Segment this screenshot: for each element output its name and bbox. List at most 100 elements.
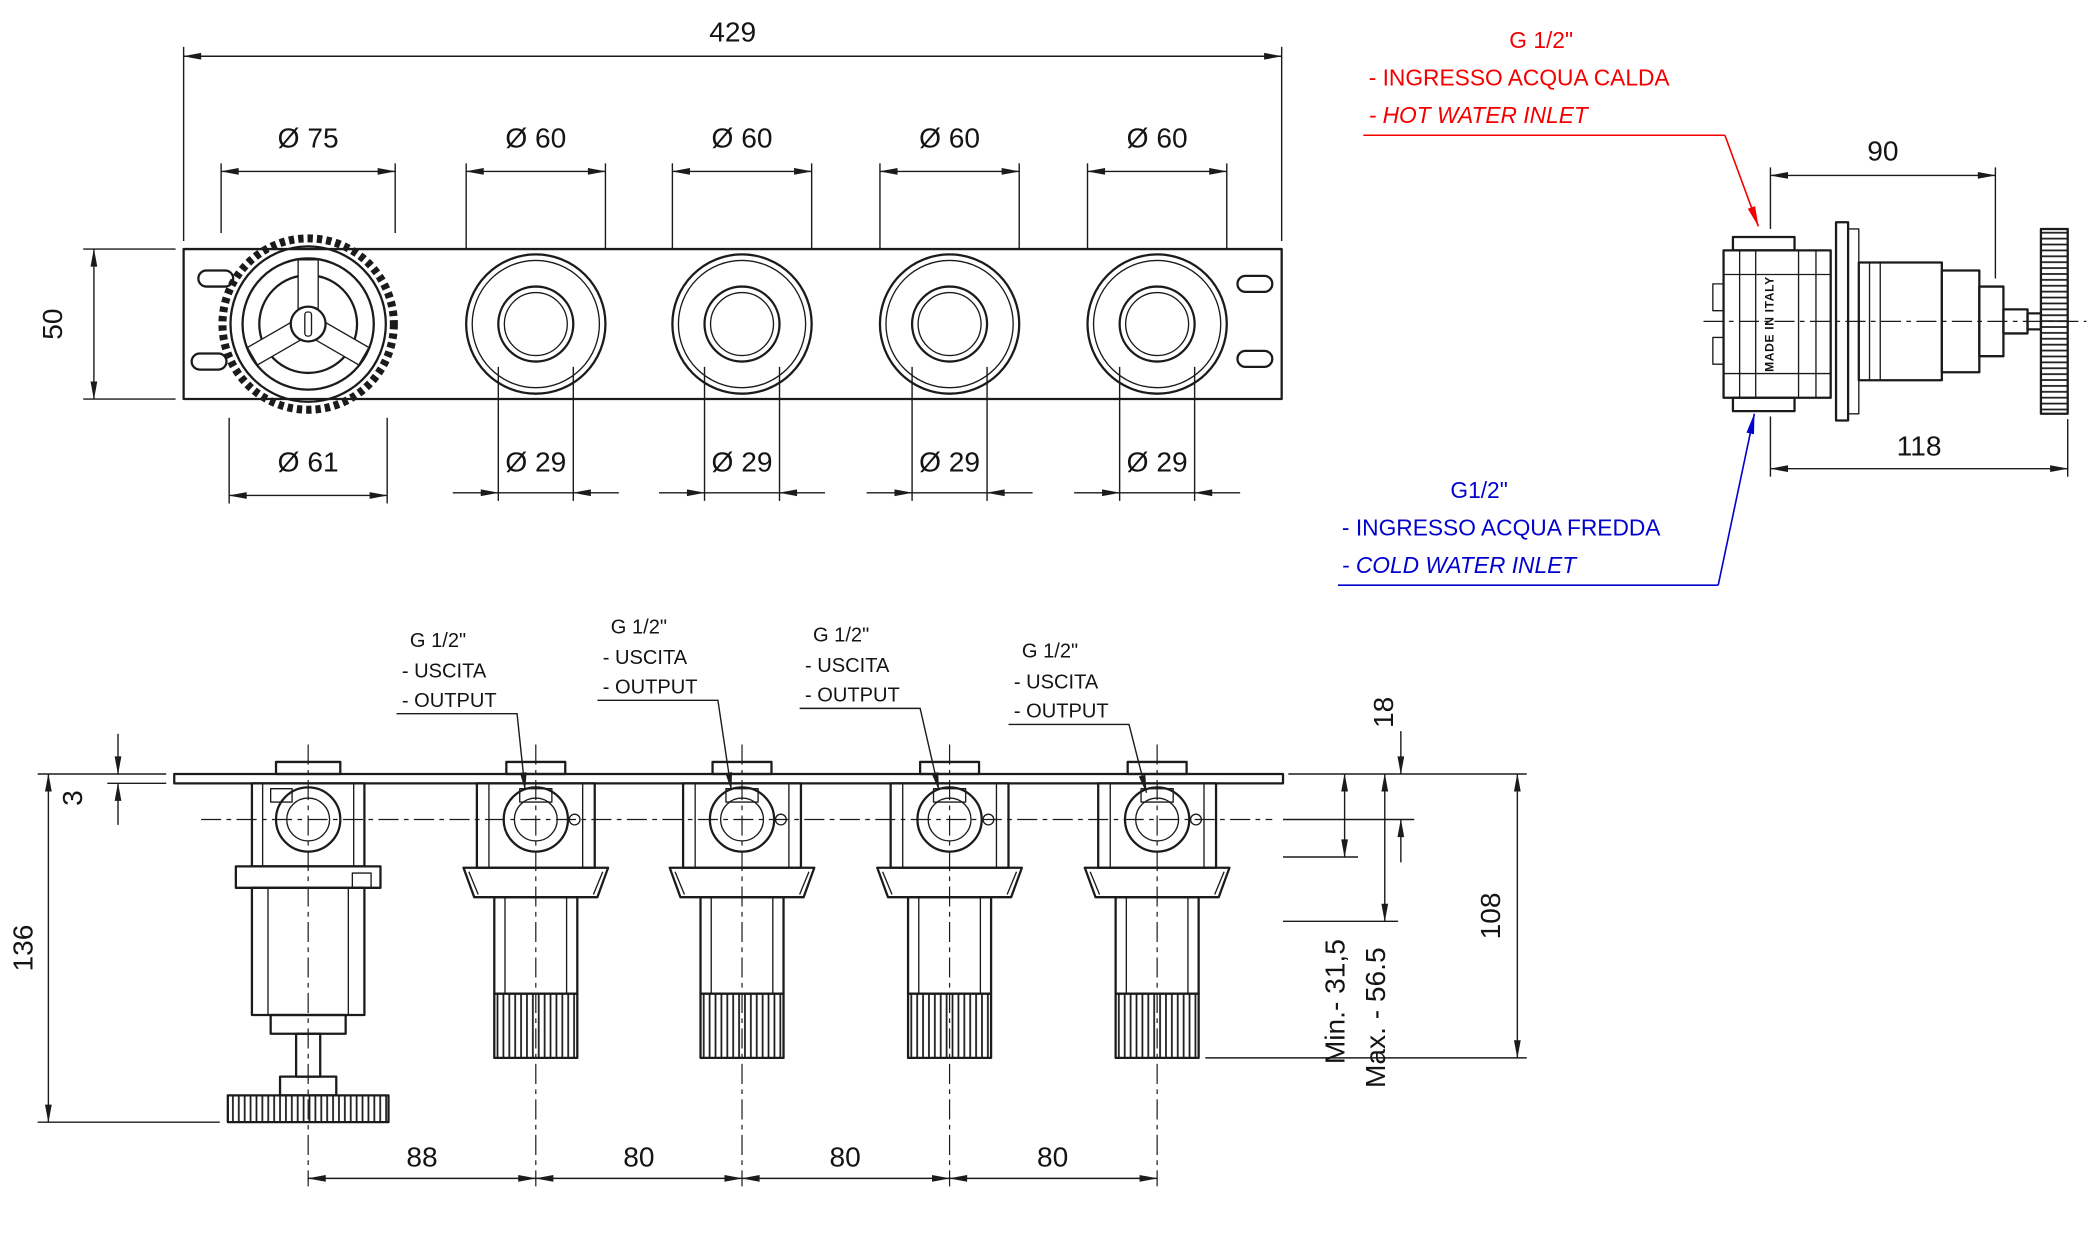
dim-port-offset: 18 xyxy=(1283,697,1415,863)
dim-text-88: 88 xyxy=(406,1141,437,1172)
dim-text-min: Min.- 31,5 xyxy=(1320,939,1351,1064)
cold-inlet-fitting xyxy=(1731,396,1796,413)
hot-thread-text: G 1/2" xyxy=(1509,27,1573,53)
dim-text-d61: Ø 61 xyxy=(278,446,339,477)
dim-text-90: 90 xyxy=(1867,136,1898,167)
dim-text-d29: Ø 29 xyxy=(919,446,980,477)
dim-plate-thickness: 3 xyxy=(57,733,167,825)
dim-total-width: 429 xyxy=(182,17,1283,242)
valve-output-section xyxy=(876,760,1024,1060)
mounting-plate xyxy=(182,247,1283,401)
valve-output-section xyxy=(668,760,816,1060)
valve-cartridge xyxy=(1722,249,1832,399)
dim-stem-small: Ø 29 xyxy=(452,366,619,501)
front-view: 429 Ø 75 Ø 60 Ø 60 Ø 60 Ø 60 xyxy=(37,17,1283,504)
knob-small xyxy=(671,253,813,395)
dim-body-height: 108 xyxy=(1205,773,1527,1059)
dim-text-80: 80 xyxy=(1037,1141,1068,1172)
output-label-en: - OUTPUT xyxy=(1014,701,1109,723)
dim-stem-small: Ø 29 xyxy=(866,366,1033,501)
dim-text-50: 50 xyxy=(37,308,68,339)
cold-inlet-label: G1/2" - INGRESSO ACQUA FREDDA - COLD WAT… xyxy=(1337,412,1756,586)
slot-hole xyxy=(197,269,235,288)
side-view: MADE IN ITALY 90 118 G 1/2" - INGRESSO A… xyxy=(1337,27,2087,586)
dim-knob-small: Ø 60 xyxy=(879,122,1020,250)
dim-text-108: 108 xyxy=(1475,892,1506,939)
hot-inlet-fitting xyxy=(1731,235,1796,252)
output-label-en: - OUTPUT xyxy=(402,690,497,712)
valve-thermostatic-section xyxy=(226,760,390,1124)
dim-text-d60: Ø 60 xyxy=(1127,122,1188,153)
dim-text-80: 80 xyxy=(829,1141,860,1172)
slot-hole xyxy=(1236,349,1274,369)
output-label-4: G 1/2" - USCITA - OUTPUT xyxy=(1008,640,1148,794)
dim-knob-large: Ø 75 xyxy=(220,122,396,233)
dim-spacing-chain: 88 80 80 80 xyxy=(307,1141,1158,1182)
dim-body-depth: 90 xyxy=(1769,136,1997,279)
dim-text-3: 3 xyxy=(57,790,88,806)
dim-text-d29: Ø 29 xyxy=(1127,446,1188,477)
handwheel-edge xyxy=(2039,227,2069,415)
hot-inlet-label: G 1/2" - INGRESSO ACQUA CALDA - HOT WATE… xyxy=(1363,27,1760,228)
dim-text-18: 18 xyxy=(1368,697,1399,728)
output-label-it: - USCITA xyxy=(1014,671,1099,693)
dim-text-d60: Ø 60 xyxy=(712,122,773,153)
dim-knob-small: Ø 60 xyxy=(465,122,607,250)
dim-text-80: 80 xyxy=(623,1141,654,1172)
output-label-it: - USCITA xyxy=(805,655,890,677)
output-thread-text: G 1/2" xyxy=(611,616,667,638)
section-view: G 1/2" - USCITA - OUTPUT G 1/2" - USCITA… xyxy=(7,616,1527,1187)
output-leader-arrow xyxy=(597,699,733,791)
output-thread-text: G 1/2" xyxy=(813,624,869,646)
slot-hole xyxy=(1236,274,1274,294)
dim-text-max: Max. - 56.5 xyxy=(1360,947,1391,1088)
hot-leader-arrow xyxy=(1724,134,1760,228)
valve-output-section xyxy=(1083,760,1231,1060)
dim-stem-small: Ø 29 xyxy=(1074,366,1241,501)
knob-thermostatic xyxy=(218,234,398,414)
dim-max-depth: Max. - 56.5 xyxy=(1283,773,1399,1088)
hot-label-it: - INGRESSO ACQUA CALDA xyxy=(1369,65,1671,91)
cold-leader-arrow xyxy=(1717,412,1756,586)
output-thread-text: G 1/2" xyxy=(410,630,466,652)
dim-text-136: 136 xyxy=(7,925,38,972)
dim-stem-small: Ø 29 xyxy=(658,366,826,501)
made-in-italy-text: MADE IN ITALY xyxy=(1763,276,1777,372)
output-leader-arrow xyxy=(799,707,940,791)
dim-text-d29: Ø 29 xyxy=(712,446,773,477)
knob-small xyxy=(1086,253,1228,395)
dim-knob-small: Ø 60 xyxy=(671,122,813,250)
hot-label-en: - HOT WATER INLET xyxy=(1369,102,1590,128)
dim-text-d29: Ø 29 xyxy=(505,446,566,477)
dim-base-large: Ø 61 xyxy=(228,417,388,504)
dim-text-118: 118 xyxy=(1897,430,1942,461)
output-label-it: - USCITA xyxy=(603,647,688,669)
cold-label-it: - INGRESSO ACQUA FREDDA xyxy=(1342,515,1661,541)
dim-total-height: 136 xyxy=(7,773,220,1123)
slot-hole xyxy=(190,352,228,371)
output-label-en: - OUTPUT xyxy=(603,677,698,699)
output-leader-arrow xyxy=(1008,723,1148,794)
knob-small xyxy=(465,253,607,395)
knob-small xyxy=(878,253,1021,395)
output-label-1: G 1/2" - USCITA - OUTPUT xyxy=(396,630,527,791)
dim-text-d60: Ø 60 xyxy=(919,122,980,153)
output-label-en: - OUTPUT xyxy=(805,685,900,707)
cold-label-en: - COLD WATER INLET xyxy=(1342,552,1578,578)
dim-text-d60: Ø 60 xyxy=(505,122,566,153)
output-label-it: - USCITA xyxy=(402,661,487,683)
dim-min-depth: Min.- 31,5 xyxy=(1283,773,1358,1064)
output-leader-arrow xyxy=(396,713,527,791)
cold-thread-text: G1/2" xyxy=(1450,477,1507,503)
output-thread-text: G 1/2" xyxy=(1022,640,1078,662)
dim-text-d75: Ø 75 xyxy=(278,122,339,153)
dim-plate-height: 50 xyxy=(37,248,176,400)
output-label-3: G 1/2" - USCITA - OUTPUT xyxy=(799,624,940,791)
dim-total-depth: 118 xyxy=(1769,416,2069,477)
output-label-2: G 1/2" - USCITA - OUTPUT xyxy=(597,616,733,791)
dim-text-429: 429 xyxy=(709,17,756,48)
dim-knob-small: Ø 60 xyxy=(1086,122,1228,250)
valve-output-section xyxy=(462,760,610,1060)
